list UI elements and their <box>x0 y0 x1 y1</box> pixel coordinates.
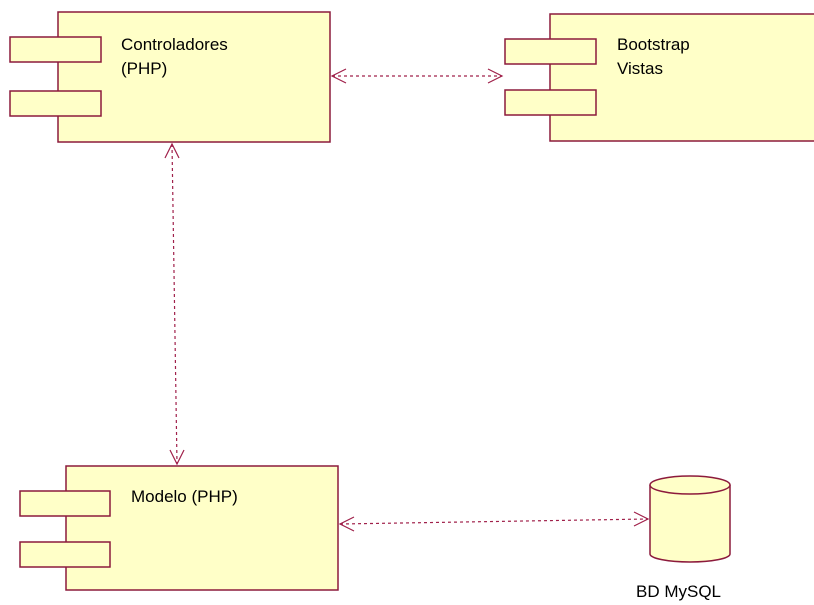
component-port-bottom <box>9 90 102 117</box>
component-body <box>57 11 331 143</box>
component-body <box>65 465 339 591</box>
arrowhead-right <box>487 68 504 84</box>
database-label: BD MySQL <box>636 582 721 601</box>
component-body <box>549 13 814 142</box>
component-bootstrap-vistas[interactable]: Bootstrap Vistas <box>504 13 814 142</box>
arrowhead-left <box>330 68 347 84</box>
database-bd-mysql[interactable]: BD MySQL <box>636 475 731 601</box>
component-port-top <box>9 36 102 63</box>
database-cylinder-top <box>649 475 731 495</box>
component-label-line1: Modelo (PHP) <box>131 487 238 506</box>
component-label-line1: Bootstrap <box>617 35 690 54</box>
arrowhead-bottom <box>169 449 185 466</box>
arrowhead-right <box>633 511 650 527</box>
component-label-line1: Controladores <box>121 35 228 54</box>
component-port-bottom <box>504 89 597 116</box>
dependency-controladores-modelo <box>164 142 185 466</box>
component-controladores[interactable]: Controladores (PHP) <box>9 11 331 143</box>
dependency-controladores-bootstrap <box>330 68 504 84</box>
dependency-modelo-database <box>338 511 650 532</box>
arrowhead-left <box>338 516 355 532</box>
dependency-line <box>171 143 178 465</box>
component-port-bottom <box>19 541 111 568</box>
component-label-line2: Vistas <box>617 59 663 78</box>
dependency-line <box>339 518 649 525</box>
component-label-line2: (PHP) <box>121 59 167 78</box>
component-port-top <box>504 38 597 65</box>
component-modelo[interactable]: Modelo (PHP) <box>19 465 339 591</box>
component-port-top <box>19 490 111 517</box>
arrowhead-top <box>164 142 180 159</box>
database-cylinder <box>649 485 731 563</box>
